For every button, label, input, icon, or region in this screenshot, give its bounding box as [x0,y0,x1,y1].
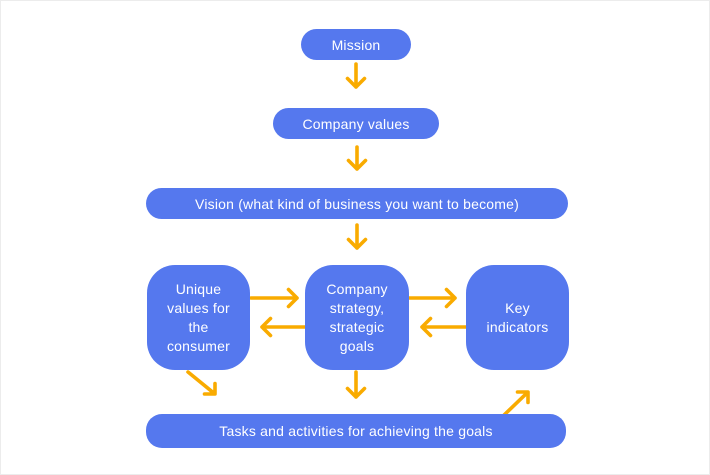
node-vision-label: Vision (what kind of business you want t… [195,195,519,212]
node-vision: Vision (what kind of business you want t… [146,188,568,219]
arrow-key-indicators-to-company-strategy [420,316,468,338]
arrow-company-values-to-vision [346,145,368,171]
arrow-mission-to-company-values [345,62,367,89]
node-tasks: Tasks and activities for achieving the g… [146,414,566,448]
arrow-unique-values-to-company-strategy [249,287,299,309]
node-company-strategy: Company strategy, strategic goals [305,265,409,370]
arrow-unique-values-to-tasks [186,370,217,396]
node-mission: Mission [301,29,411,60]
node-key-indicators-label: Key indicators [486,299,549,335]
node-key-indicators: Key indicators [466,265,569,370]
arrow-company-strategy-to-unique-values [260,316,307,338]
arrow-company-strategy-to-key-indicators [407,287,457,309]
node-tasks-label: Tasks and activities for achieving the g… [219,423,493,439]
node-company-values-label: Company values [302,115,410,132]
node-unique-values: Unique values for the consumer [147,265,250,370]
node-company-values: Company values [273,108,439,139]
node-company-strategy-label: Company strategy, strategic goals [326,280,388,354]
node-mission-label: Mission [331,36,381,53]
node-unique-values-label: Unique values for the consumer [166,280,231,354]
arrow-vision-to-company-strategy [346,223,368,250]
arrow-company-strategy-to-tasks [345,370,367,399]
